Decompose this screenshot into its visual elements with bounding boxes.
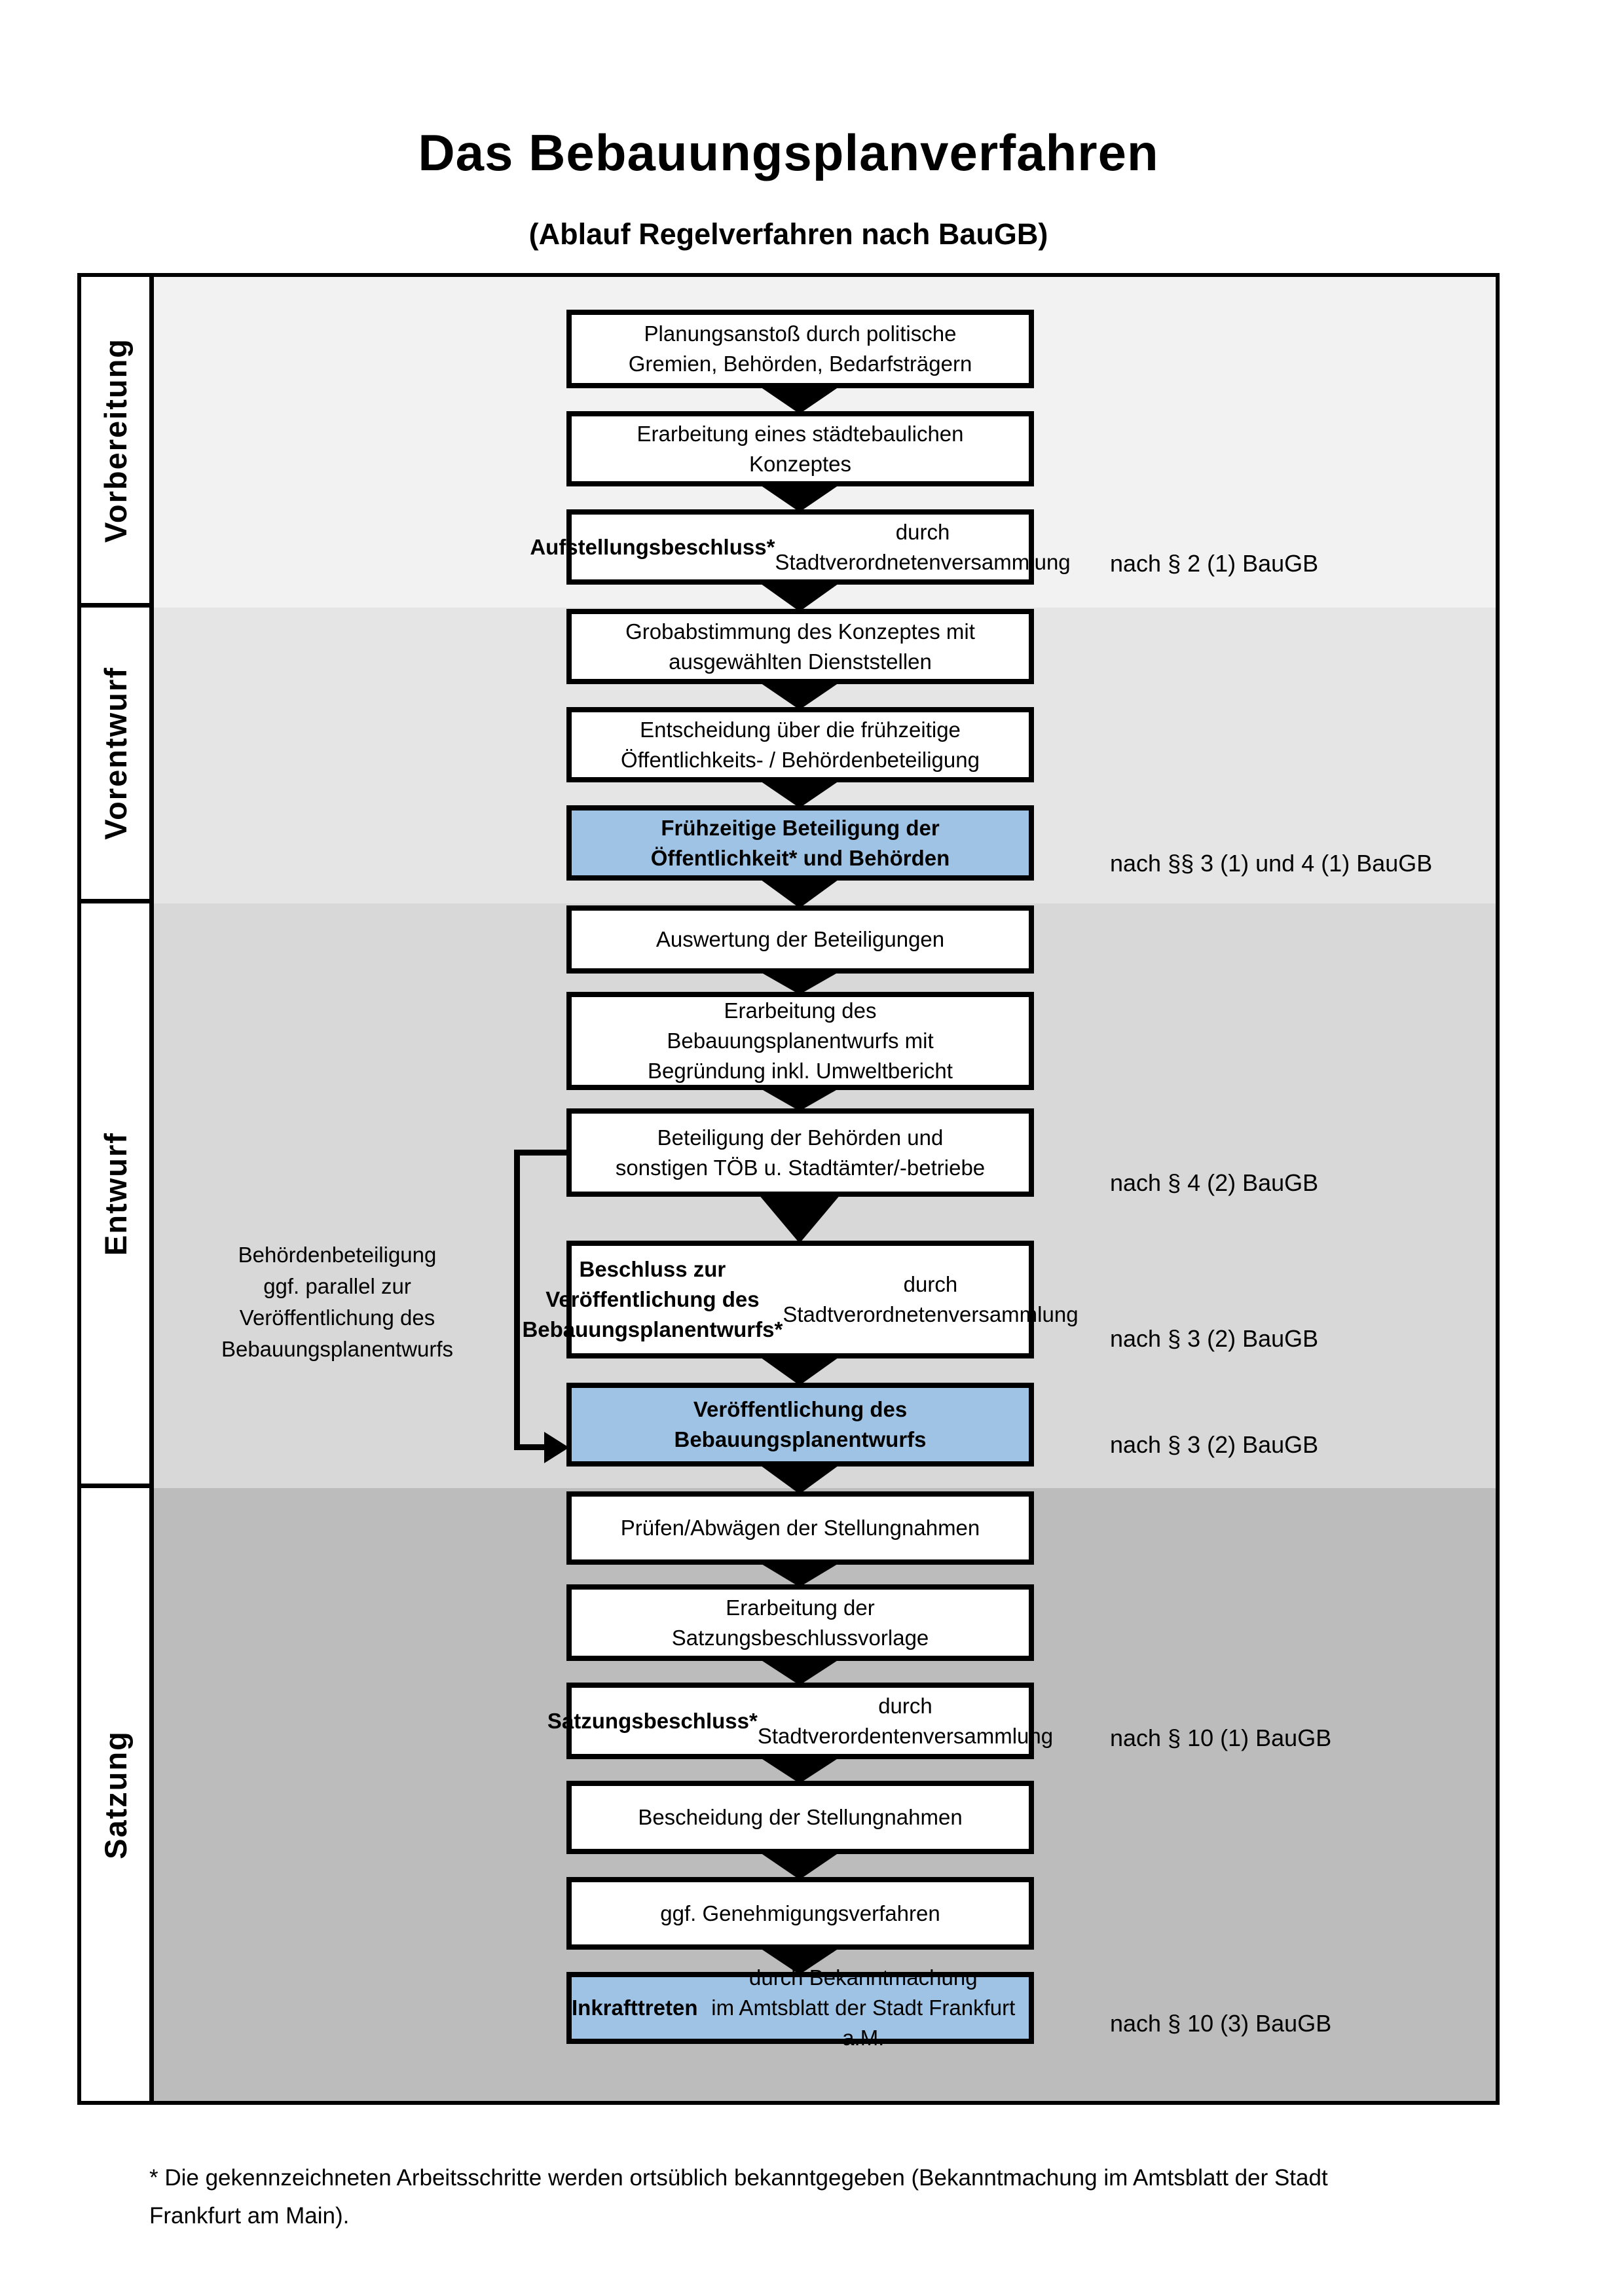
side-note-behoerdenbeteiligung: Behördenbeteiligung ggf. parallel zur Ve…	[221, 1243, 454, 1361]
step-staedtebauliches-konzept: Erarbeitung eines städtebaulichen Konzep…	[566, 411, 1034, 486]
page-title: Das Bebauungsplanverfahren	[418, 124, 1159, 181]
phase-label-satzung: Satzung	[98, 1730, 133, 1859]
step-genehmigungsverfahren: ggf. Genehmigungsverfahren	[566, 1877, 1034, 1950]
flow-arrow-icon	[758, 1194, 841, 1243]
flow-arrow-icon	[758, 1087, 841, 1111]
flow-arrow-icon	[758, 386, 841, 414]
step-auswertung-beteiligungen: Auswertung der Beteiligungen	[566, 905, 1034, 974]
phase-cell-vorbereitung: Vorbereitung	[81, 277, 149, 608]
page-subtitle: (Ablauf Regelverfahren nach BauGB)	[528, 217, 1048, 251]
flow-arrow-icon	[758, 971, 841, 994]
flow-arrow-icon	[758, 1464, 841, 1494]
step-bescheidung-stellungnahmen: Bescheidung der Stellungnahmen	[566, 1781, 1034, 1854]
phase-label-vorbereitung: Vorbereitung	[98, 337, 133, 543]
step-planungsanstoss: Planungsanstoß durch politische Gremien,…	[566, 310, 1034, 388]
step-inkrafttreten: Inkrafttreten durch Bekanntmachung im Am…	[566, 1965, 1034, 2050]
step-entscheidung-fruehzeitige-beteiligung: Entscheidung über die frühzeitige Öffent…	[566, 707, 1034, 782]
flow-arrow-icon	[758, 1356, 841, 1385]
connector-horizontal-bottom	[514, 1444, 547, 1450]
phase-cell-satzung: Satzung	[81, 1488, 149, 2101]
step-satzungsbeschluss: Satzungsbeschluss* durch Stadtverordente…	[547, 1683, 1053, 1759]
step-beschluss-veroeffentlichung: Beschluss zur Veröffentlichung des Bebau…	[522, 1241, 1079, 1358]
step-grobabstimmung: Grobabstimmung des Konzeptes mit ausgewä…	[566, 609, 1034, 684]
legal-reference: nach § 3 (2) BauGB	[1110, 1431, 1319, 1458]
phase-label-column: Vorbereitung Vorentwurf Entwurf Satzung	[81, 277, 154, 2101]
step-aufstellungsbeschluss: Aufstellungsbeschluss* durch Stadtverord…	[530, 509, 1071, 585]
flow-arrow-icon	[758, 1562, 841, 1587]
flow-arrow-icon	[758, 878, 841, 908]
flow-arrow-icon	[758, 1947, 841, 1975]
phase-cell-entwurf: Entwurf	[81, 903, 149, 1488]
legal-reference: nach § 2 (1) BauGB	[1110, 550, 1319, 577]
step-erarbeitung-satzungsbeschlussvorlage: Erarbeitung der Satzungsbeschlussvorlage	[566, 1584, 1034, 1661]
connector-arrowhead-icon	[544, 1432, 569, 1463]
legal-reference: nach § 4 (2) BauGB	[1110, 1169, 1319, 1196]
step-veroeffentlichung-entwurf: Veröffentlichung des Bebauungsplanentwur…	[566, 1383, 1034, 1467]
flow-arrow-icon	[758, 780, 841, 808]
legal-reference: nach §§ 3 (1) und 4 (1) BauGB	[1110, 850, 1433, 877]
flow-arrow-icon	[758, 1757, 841, 1783]
step-beteiligung-behoerden-toeb: Beteiligung der Behörden und sonstigen T…	[566, 1108, 1034, 1197]
step-erarbeitung-bebauungsplanentwurf: Erarbeitung des Bebauungsplanentwurfs mi…	[566, 992, 1034, 1090]
step-pruefen-abwaegen: Prüfen/Abwägen der Stellungnahmen	[566, 1491, 1034, 1565]
step-fruehzeitige-beteiligung: Frühzeitige Beteiligung der Öffentlichke…	[566, 805, 1034, 881]
legal-reference: nach § 10 (3) BauGB	[1110, 2010, 1332, 2037]
flow-arrow-icon	[758, 484, 841, 512]
phase-label-entwurf: Entwurf	[98, 1131, 133, 1256]
flow-arrow-icon	[758, 1851, 841, 1880]
legal-reference: nach § 3 (2) BauGB	[1110, 1325, 1319, 1352]
flow-arrow-icon	[758, 682, 841, 710]
footnote: * Die gekennzeichneten Arbeitsschritte w…	[149, 2165, 1328, 2229]
connector-horizontal-top	[514, 1150, 566, 1156]
phase-cell-vorentwurf: Vorentwurf	[81, 608, 149, 903]
connector-vertical	[514, 1150, 520, 1450]
flow-arrow-icon	[758, 1658, 841, 1685]
phase-label-vorentwurf: Vorentwurf	[98, 666, 133, 840]
flow-arrow-icon	[758, 582, 841, 611]
legal-reference: nach § 10 (1) BauGB	[1110, 1724, 1332, 1751]
